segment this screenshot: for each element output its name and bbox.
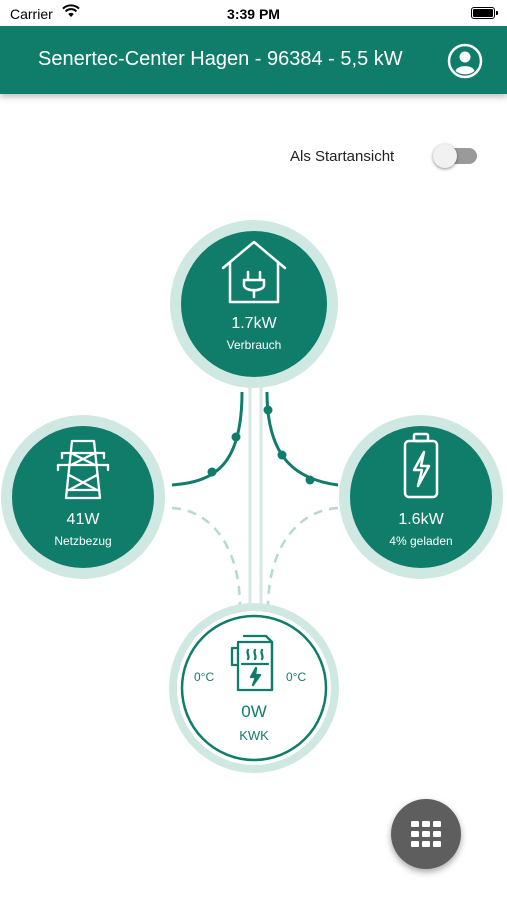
start-view-label: Als Startansicht	[290, 148, 395, 165]
chp-unit-icon	[230, 634, 274, 692]
battery-caption: 4% geladen	[389, 534, 453, 548]
node-kwk[interactable]	[169, 603, 339, 773]
toggle-thumb[interactable]	[433, 144, 457, 168]
battery-charging-icon	[403, 432, 439, 499]
carrier-label: Carrier	[10, 6, 53, 22]
grid-text: 41W Netzbezug	[18, 511, 148, 548]
kwk-value: 0W	[241, 702, 267, 721]
grid-menu-icon	[411, 821, 441, 847]
status-bar: Carrier 3:39 PM	[0, 0, 507, 26]
battery-status-icon	[471, 7, 498, 19]
kwk-temp-right: 0°C	[286, 670, 307, 684]
consumption-value: 1.7kW	[231, 315, 277, 332]
battery-text: 1.6kW 4% geladen	[356, 511, 486, 548]
battery-value: 1.6kW	[398, 511, 444, 528]
wifi-icon	[62, 4, 80, 17]
menu-fab-button[interactable]	[391, 799, 461, 869]
flow-dot	[277, 450, 287, 460]
kwk-temp-left: 0°C	[194, 670, 215, 684]
kwk-text: 0W KWK	[199, 702, 309, 743]
profile-icon[interactable]	[447, 43, 483, 79]
flow-line-grid-to-consumption	[171, 391, 244, 487]
flow-dot	[305, 475, 315, 485]
flow-lines	[171, 385, 339, 610]
flow-line-grid-to-kwk	[171, 506, 242, 609]
page-title: Senertec-Center Hagen - 96384 - 5,5 kW	[38, 48, 403, 70]
power-pylon-icon	[56, 439, 110, 500]
flow-dot	[207, 467, 217, 477]
start-view-toggle[interactable]	[433, 144, 477, 168]
flow-dot	[263, 405, 273, 415]
app-bar: Senertec-Center Hagen - 96384 - 5,5 kW	[0, 26, 507, 94]
grid-value: 41W	[66, 511, 100, 528]
node-grid[interactable]	[1, 415, 165, 579]
consumption-text: 1.7kW Verbrauch	[189, 315, 319, 352]
house-plug-icon	[221, 240, 287, 304]
flow-dot	[231, 432, 241, 442]
flow-line-battery-to-kwk	[266, 506, 339, 609]
grid-caption: Netzbezug	[54, 534, 112, 548]
node-battery[interactable]	[339, 415, 503, 579]
clock: 3:39 PM	[227, 6, 280, 22]
kwk-caption: KWK	[239, 728, 269, 743]
node-consumption[interactable]	[170, 220, 338, 388]
consumption-caption: Verbrauch	[226, 338, 282, 352]
flow-line-battery-to-consumption	[265, 391, 339, 487]
